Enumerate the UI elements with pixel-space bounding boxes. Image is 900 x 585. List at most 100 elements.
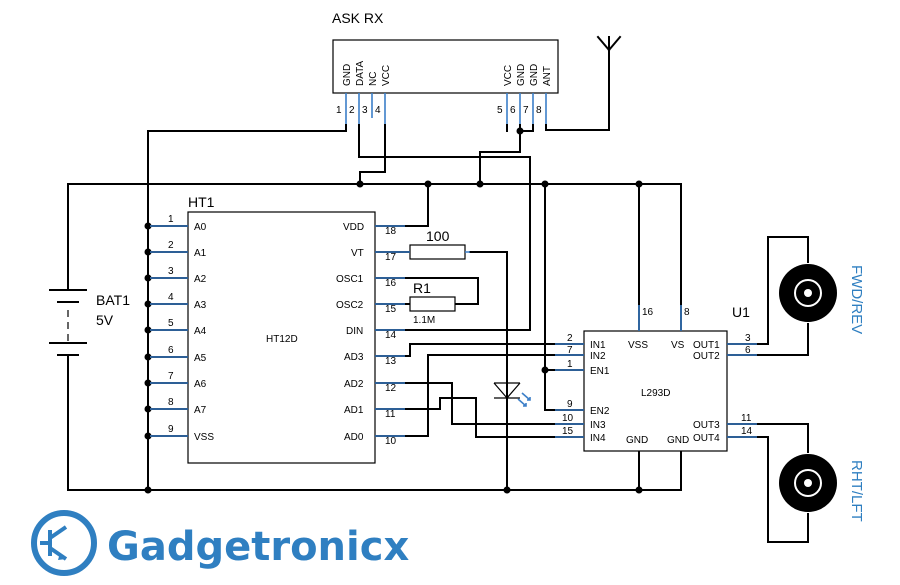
rx-pin-number-7: 7 — [523, 105, 529, 116]
ht1-pin-a5: A5 — [194, 353, 207, 364]
motor-fwd-rev-icon: FWD/REV — [779, 264, 865, 334]
ht1-right-num-14: 14 — [385, 330, 397, 341]
l293d-part-label: L293D — [641, 388, 670, 399]
rx-pin-number-1: 1 — [336, 105, 342, 116]
brand-logo: Gadgetronicx — [31, 510, 409, 576]
resistor-vt: 100 — [405, 228, 470, 260]
motor-rht-lft-label: RHT/LFT — [848, 460, 865, 522]
resistor-r1: R1 1.1M — [409, 280, 456, 326]
rx-pin-number-2: 2 — [349, 105, 355, 116]
ask-rx-pin-numbers: 1 2 3 4 5 6 7 8 — [336, 105, 542, 116]
ht1-left-num-1: 1 — [168, 214, 174, 225]
u1-num-2: 2 — [567, 333, 573, 344]
ht1-left-num-5: 5 — [168, 318, 174, 329]
u1-num-1: 1 — [567, 359, 573, 370]
ask-rx-title: ASK RX — [332, 10, 384, 26]
u1-pin-in3: IN3 — [590, 420, 606, 431]
u1-pin-en2: EN2 — [590, 406, 610, 417]
ht12d-decoder: HT1 HT12D 1 2 3 4 5 6 7 8 9 A0 A1 A2 A3 … — [150, 194, 405, 464]
u1-pin-en1: EN1 — [590, 366, 610, 377]
rx-pin-name-vcc-2: VCC — [503, 65, 514, 86]
battery-icon: BAT1 5V — [49, 289, 130, 356]
antenna-icon — [545, 35, 622, 131]
u1-pin-vs: VS — [671, 340, 685, 351]
ht1-left-num-4: 4 — [168, 292, 174, 303]
junction-dots — [144, 127, 643, 494]
ht1-left-num-7: 7 — [168, 371, 174, 382]
ht1-pin-din: DIN — [346, 326, 363, 337]
r1-ref: R1 — [413, 280, 431, 296]
ht1-left-num-9: 9 — [168, 424, 174, 435]
ht1-pin-a0: A0 — [194, 222, 207, 233]
u1-pin-out3: OUT3 — [693, 420, 720, 431]
ht12d-body — [187, 211, 376, 464]
ask-rx-module: ASK RX GND DATA NC VCC VCC GND GND ANT 1… — [332, 10, 559, 125]
ht1-right-num-12: 12 — [385, 383, 397, 394]
r1-value: 1.1M — [413, 315, 435, 326]
ht1-right-num-18: 18 — [385, 226, 397, 237]
u1-pin-gnd-2: GND — [667, 435, 689, 446]
ht1-left-num-8: 8 — [168, 397, 174, 408]
ht1-right-num-17: 17 — [385, 252, 397, 263]
l293d-body — [583, 330, 728, 452]
rx-pin-number-3: 3 — [362, 105, 368, 116]
ask-rx-pins — [345, 93, 547, 125]
ht1-pin-a6: A6 — [194, 379, 207, 390]
ht1-pin-a7: A7 — [194, 405, 207, 416]
l293d-driver: U1 L293D 2 7 1 9 10 15 IN1 IN2 EN1 EN2 I… — [555, 304, 757, 452]
ht1-left-num-6: 6 — [168, 345, 174, 356]
led-icon — [493, 382, 531, 407]
ht1-pin-ad0: AD0 — [344, 432, 364, 443]
brand-name: Gadgetronicx — [107, 524, 409, 570]
u1-pin-in1: IN1 — [590, 340, 606, 351]
rx-pin-name-data: DATA — [355, 60, 366, 86]
battery-ref: BAT1 — [96, 292, 130, 308]
ht1-pin-osc1: OSC1 — [336, 274, 364, 285]
ht1-right-num-13: 13 — [385, 356, 397, 367]
motor-fwd-rev-label: FWD/REV — [848, 265, 865, 334]
rx-pin-number-4: 4 — [375, 105, 381, 116]
ht1-pin-vss: VSS — [194, 432, 214, 443]
rx-pin-name-gnd: GND — [342, 64, 353, 86]
ask-rx-pin-names: GND DATA NC VCC VCC GND GND ANT — [342, 60, 553, 86]
ht1-left-num-2: 2 — [168, 240, 174, 251]
u1-num-6: 6 — [745, 345, 751, 356]
u1-num-9: 9 — [567, 399, 573, 410]
ht1-pin-osc2: OSC2 — [336, 300, 364, 311]
motor-rht-lft-icon: RHT/LFT — [779, 454, 865, 522]
rx-pin-number-8: 8 — [536, 105, 542, 116]
rx-pin-name-gnd-2: GND — [516, 64, 527, 86]
rx-pin-number-6: 6 — [510, 105, 516, 116]
ht1-pin-a4: A4 — [194, 326, 207, 337]
ht1-ref: HT1 — [188, 194, 215, 210]
u1-num-3: 3 — [745, 333, 751, 344]
u1-pin-in2: IN2 — [590, 351, 606, 362]
ht1-pin-vdd: VDD — [343, 222, 364, 233]
ht1-right-num-11: 11 — [385, 409, 396, 420]
u1-num-16: 16 — [642, 307, 654, 318]
u1-num-15: 15 — [562, 426, 574, 437]
u1-pin-vss: VSS — [628, 340, 648, 351]
ht1-pin-ad2: AD2 — [344, 379, 364, 390]
u1-num-10: 10 — [562, 413, 574, 424]
u1-num-8: 8 — [684, 307, 690, 318]
ht1-pin-a3: A3 — [194, 300, 207, 311]
u1-ref: U1 — [732, 304, 750, 320]
rx-pin-name-gnd-3: GND — [529, 64, 540, 86]
ht1-pin-a1: A1 — [194, 248, 207, 259]
rx-pin-name-nc: NC — [368, 72, 379, 86]
u1-pin-out2: OUT2 — [693, 351, 720, 362]
ht1-pin-ad1: AD1 — [344, 405, 364, 416]
u1-pin-out4: OUT4 — [693, 433, 720, 444]
u1-num-7: 7 — [567, 345, 573, 356]
ht1-left-num-3: 3 — [168, 266, 174, 277]
u1-pin-gnd-1: GND — [626, 435, 648, 446]
ht1-right-num-16: 16 — [385, 278, 397, 289]
resistor-vt-value: 100 — [426, 228, 450, 244]
rx-pin-number-5: 5 — [497, 105, 503, 116]
ht1-pin-vt: VT — [351, 248, 364, 259]
rx-pin-name-ant: ANT — [542, 66, 553, 86]
ht12d-left-pins: 1 2 3 4 5 6 7 8 9 A0 A1 A2 A3 A4 A5 A6 A… — [150, 214, 214, 443]
